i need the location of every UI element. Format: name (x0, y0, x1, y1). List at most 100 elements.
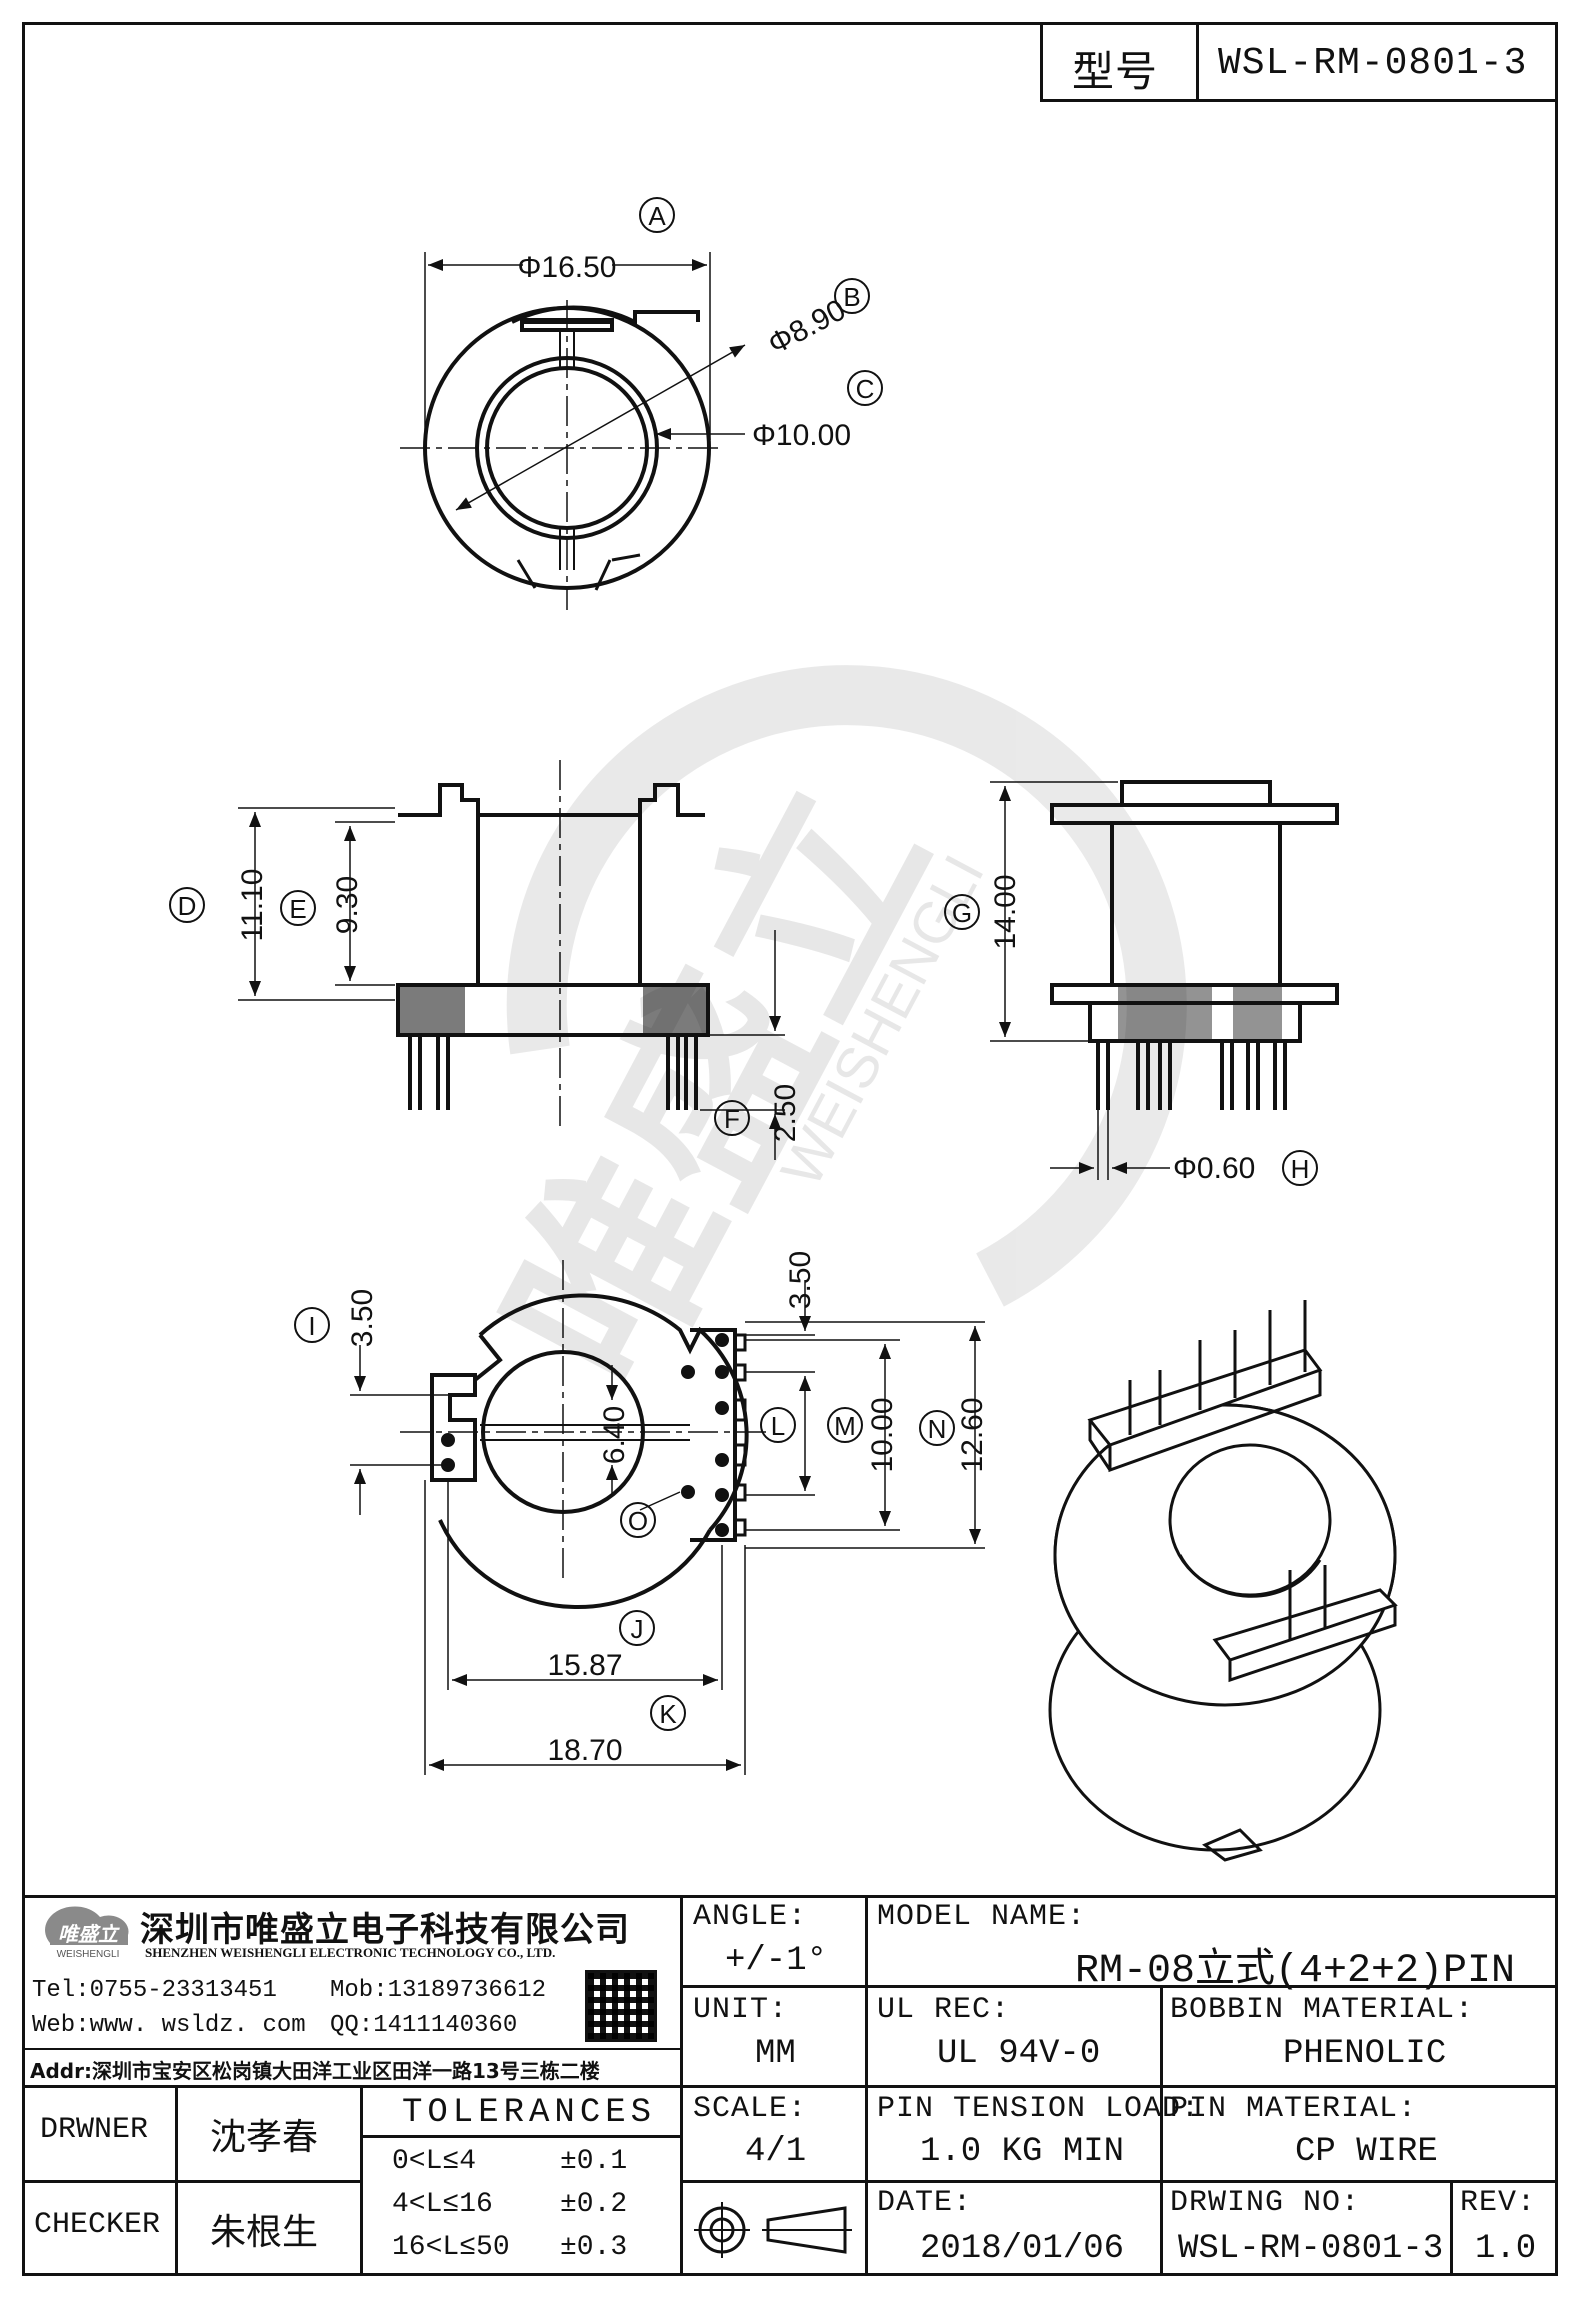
rev-label: REV: (1460, 2186, 1537, 2220)
dim-d-tag: D (178, 891, 197, 921)
tb-h-3 (683, 2180, 1558, 2183)
dim-m-value: 10.00 (866, 1397, 899, 1472)
logo-cn-text: 唯盛立 (58, 1923, 120, 1946)
model-header-box (1040, 22, 1558, 102)
dim-k-tag: K (659, 1699, 677, 1729)
dim-b-tag: B (843, 282, 860, 312)
side-view-labels: 14.00 G Φ0.60 H (944, 874, 1318, 1186)
tolerances-label: TOLERANCES (402, 2094, 657, 2132)
watermark-cn: 唯盛立 (464, 753, 967, 1420)
dim-a-value: Φ16.50 (517, 251, 616, 284)
model-name-label: MODEL NAME: (877, 1900, 1087, 1934)
company-name-en: SHENZHEN WEISHENGLI ELECTRONIC TECHNOLOG… (145, 1945, 556, 1960)
pin-material-label: PIN MATERIAL: (1170, 2092, 1418, 2126)
model-name-value: RM-08立式(4+2+2)PIN (1075, 1949, 1516, 1994)
date-value: 2018/01/06 (920, 2230, 1125, 2268)
scale-label: SCALE: (693, 2092, 808, 2126)
model-header-label: 型号 (1072, 47, 1159, 96)
dim-l-value: 6.40 (598, 1406, 631, 1464)
dim-h-value: Φ0.60 (1173, 1152, 1255, 1185)
company-tel: Tel:0755-23313451 (32, 1977, 277, 2004)
top-view (400, 252, 746, 610)
tb-div-right (1160, 1985, 1163, 2276)
dim-i2-value: 3.50 (784, 1251, 817, 1309)
dim-e-tag: E (289, 894, 306, 924)
technical-drawing: 唯盛立 WEISHENGLI Φ16.50 (169, 197, 1398, 1862)
model-header-divider (1196, 22, 1199, 102)
ul-rec-label: UL REC: (877, 1993, 1011, 2027)
tb-h-tol (360, 2135, 683, 2138)
tb-div-rev (1450, 2180, 1453, 2276)
checker-value: 朱根生 (210, 2212, 319, 2253)
dim-l-tag: L (771, 1411, 785, 1441)
dim-h-tag: H (1291, 1154, 1310, 1184)
tb-h-addr (22, 2048, 683, 2050)
tb-h-2 (683, 2085, 1558, 2088)
company-mob: Mob:13189736612 (330, 1977, 547, 2004)
tolerance-value-0: ±0.1 (560, 2146, 628, 2177)
drawing-no-label: DRWING NO: (1170, 2186, 1361, 2220)
company-addr: Addr:深圳市宝安区松岗镇大田洋工业区田洋一路13号三栋二楼 (30, 2059, 600, 2083)
dim-d-value: 11.10 (236, 869, 269, 942)
bottom-view (350, 1260, 985, 1775)
unit-value: MM (755, 2035, 796, 2073)
drawing-frame (22, 22, 1558, 2276)
dim-e-value: 9.30 (331, 876, 364, 934)
dim-a-tag: A (648, 201, 666, 231)
dim-k-value: 18.70 (547, 1734, 622, 1767)
dim-i-value: 3.50 (346, 1289, 379, 1347)
title-block-top-border (22, 1895, 1558, 1898)
bottom-view-labels: 3.50 I 3.50 6.40 L 10.00 M 12.60 N O J 1… (294, 1251, 989, 1767)
dim-c-value: Φ10.00 (752, 419, 851, 452)
bobbin-material-label: BOBBIN MATERIAL: (1170, 1993, 1475, 2027)
tb-h-drwner (22, 2180, 363, 2183)
isometric-view (1048, 1300, 1398, 1862)
company-qq: QQ:1411140360 (330, 2012, 518, 2039)
tolerance-value-1: ±0.2 (560, 2189, 628, 2220)
projection-symbol-icon (690, 2192, 860, 2267)
model-header-value: WSL-RM-0801-3 (1218, 42, 1528, 85)
drawer-value: 沈孝春 (210, 2117, 319, 2158)
rev-value: 1.0 (1475, 2230, 1537, 2268)
pin-material-value: CP WIRE (1295, 2133, 1438, 2171)
tolerance-range-1: 4<L≤16 (392, 2189, 493, 2220)
scale-value: 4/1 (745, 2133, 807, 2171)
drawing-no-value: WSL-RM-0801-3 (1178, 2230, 1444, 2268)
tolerance-value-2: ±0.3 (560, 2232, 628, 2263)
company-web: Web:www. wsldz. com (32, 2012, 306, 2039)
dim-c-tag: C (856, 374, 875, 404)
front-view (238, 760, 785, 1160)
dim-f-tag: F (724, 1104, 740, 1134)
pin-tension-value: 1.0 KG MIN (920, 2133, 1125, 2171)
company-name-cn: 深圳市唯盛立电子科技有限公司 (140, 1910, 630, 1950)
tolerance-range-2: 16<L≤50 (392, 2232, 510, 2263)
pin-tension-label: PIN TENSION LOAD: (877, 2092, 1201, 2126)
dim-m-tag: M (834, 1411, 856, 1441)
dim-i-tag: I (308, 1311, 315, 1341)
dim-g-value: 14.00 (989, 874, 1022, 949)
drawer-label: DRWNER (40, 2113, 149, 2147)
date-label: DATE: (877, 2186, 973, 2220)
dim-n-value: 12.60 (956, 1397, 989, 1472)
logo-en-text: WEISHENGLI (57, 1949, 120, 1960)
dim-f-value: 2.50 (769, 1084, 802, 1142)
side-view (990, 780, 1339, 1180)
angle-value: +/-1° (725, 1942, 828, 1980)
tolerance-range-0: 0<L≤4 (392, 2146, 477, 2177)
dim-g-tag: G (952, 898, 972, 928)
front-view-labels: 11.10 D 9.30 E 2.50 F (169, 869, 802, 1142)
ul-rec-value: UL 94V-0 (937, 2035, 1101, 2073)
dim-n-tag: N (928, 1414, 947, 1444)
qr-code-icon[interactable] (585, 1970, 657, 2042)
dim-j-tag: J (631, 1614, 644, 1644)
bobbin-material-value: PHENOLIC (1283, 2035, 1447, 2073)
company-logo: 唯盛立 WEISHENGLI (40, 1905, 135, 1960)
checker-label: CHECKER (34, 2208, 161, 2242)
tb-h-company (22, 2085, 683, 2088)
dim-o-tag: O (628, 1506, 648, 1536)
angle-label: ANGLE: (693, 1900, 808, 1934)
dim-j-value: 15.87 (547, 1649, 622, 1682)
unit-label: UNIT: (693, 1993, 789, 2027)
tb-h-1 (683, 1985, 1558, 1988)
